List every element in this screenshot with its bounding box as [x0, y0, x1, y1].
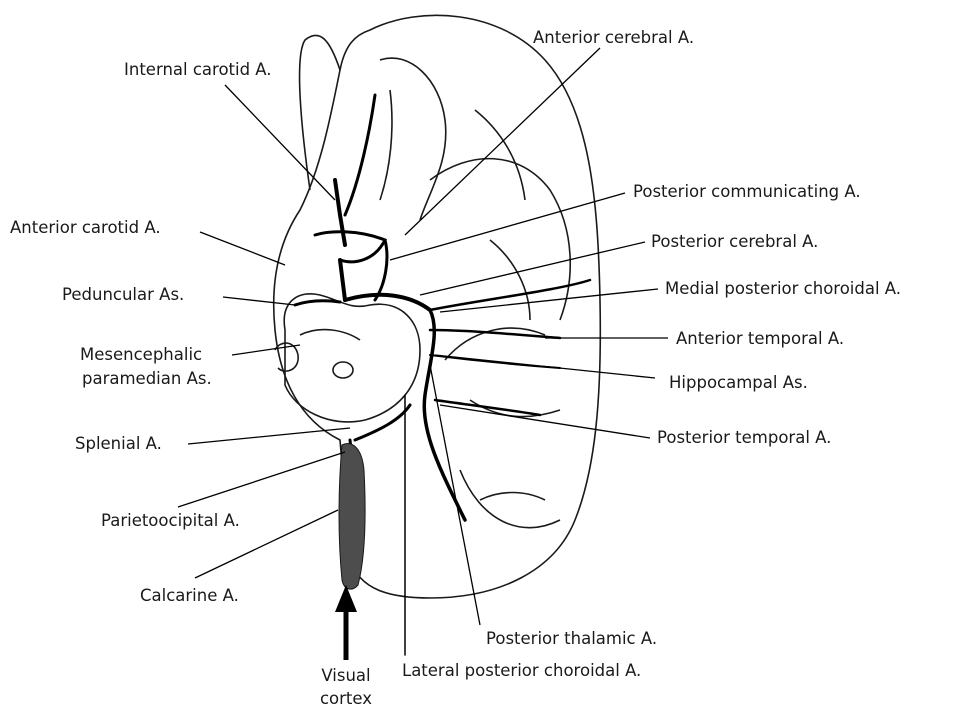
label-posterior-cerebral: Posterior cerebral A. [651, 232, 818, 252]
label-posterior-temporal: Posterior temporal A. [657, 428, 831, 448]
label-posterior-thalamic: Posterior thalamic A. [486, 629, 657, 649]
leader-peduncular [223, 297, 295, 305]
posterior-cerebral-vessel [345, 295, 430, 310]
leader-anterior-carotid [200, 232, 285, 265]
label-hippocampal: Hippocampal As. [669, 373, 808, 393]
cerebral-peduncle [300, 330, 360, 340]
basilar-vessel [340, 260, 345, 300]
label-mesencephalic-line2: paramedian As. [82, 369, 212, 389]
leader-posterior-cerebral [420, 242, 645, 295]
label-peduncular: Peduncular As. [62, 285, 184, 305]
hemisphere-outline [274, 15, 601, 598]
gyrus-2 [475, 110, 525, 200]
gyrus-5 [480, 493, 545, 501]
label-anterior-carotid: Anterior carotid A. [10, 218, 161, 238]
label-posterior-communicating: Posterior communicating A. [633, 182, 861, 202]
gyrus-1 [380, 90, 392, 200]
label-visual-line2: cortex [311, 689, 381, 709]
pca-main [424, 310, 465, 520]
aqueduct [333, 362, 353, 378]
anterior-cerebral-vessel [345, 95, 375, 215]
occipital-region [460, 470, 560, 528]
leader-hippocampal [435, 355, 655, 378]
leader-posterior-communicating [390, 193, 625, 260]
leader-splenial [188, 428, 350, 444]
label-splenial: Splenial A. [75, 434, 162, 454]
temporal-pole [430, 159, 570, 320]
visual-cortex-arrow [335, 585, 357, 660]
midbrain-section [275, 294, 420, 422]
hemisphere [274, 15, 601, 598]
label-internal-carotid: Internal carotid A. [124, 60, 272, 80]
label-parietooccipital: Parietoocipital A. [101, 511, 240, 531]
circle-of-willis [315, 232, 385, 262]
label-anterior-temporal: Anterior temporal A. [676, 329, 844, 349]
label-visual-line1: Visual [311, 666, 381, 686]
midbrain-outline [284, 294, 420, 422]
medial-post-choroidal-vessel [430, 280, 590, 310]
leader-anterior-cerebral [405, 48, 600, 235]
gyrus-4 [470, 400, 560, 417]
splenial-vessel [355, 405, 410, 440]
peduncular-vessel [295, 301, 340, 305]
label-calcarine: Calcarine A. [140, 586, 239, 606]
leader-mesencephalic [232, 345, 300, 355]
internal-carotid-vessel [335, 180, 345, 245]
frontal-gyrus [380, 58, 446, 220]
leader-lines [178, 48, 668, 625]
label-medial-posterior-choroidal: Medial posterior choroidal A. [665, 279, 901, 299]
gyrus-3 [490, 240, 530, 320]
label-mesencephalic-line1: Mesencephalic [80, 345, 202, 365]
visual-cortex-strip [339, 444, 365, 590]
label-anterior-cerebral: Anterior cerebral A. [533, 28, 694, 48]
medial-frontal-lobe [300, 35, 340, 190]
leader-internal-carotid [225, 85, 335, 200]
leader-posterior-temporal [440, 405, 650, 438]
vessels [295, 95, 590, 655]
leader-parietooccipital [178, 452, 345, 507]
leader-medial-post-choroidal [440, 289, 658, 312]
label-lateral-posterior-choroidal: Lateral posterior choroidal A. [402, 661, 641, 681]
